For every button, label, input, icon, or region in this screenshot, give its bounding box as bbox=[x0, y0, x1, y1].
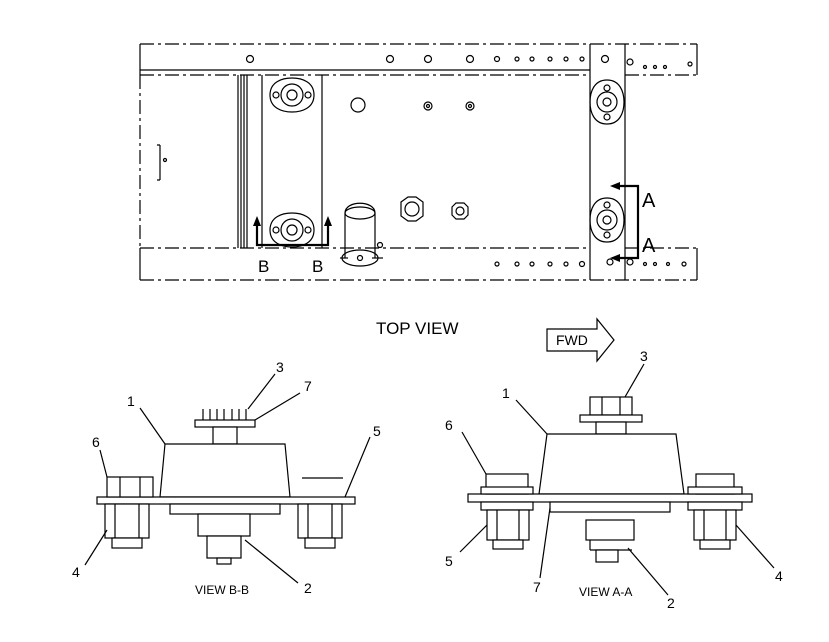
view-bb-caption: VIEW B-B bbox=[195, 583, 249, 597]
view-aa: 3 1 6 5 7 2 4 VIEW A-A bbox=[445, 348, 783, 611]
top-view: B B A A TOP VIEW bbox=[139, 43, 698, 338]
bb-callout-3: 3 bbox=[276, 359, 284, 375]
engine-mount-bottom-left bbox=[269, 212, 315, 248]
cylinder-fitting bbox=[340, 202, 384, 267]
bb-callout-7: 7 bbox=[304, 378, 312, 394]
view-aa-caption: VIEW A-A bbox=[579, 585, 632, 599]
forward-direction-arrow: FWD bbox=[546, 317, 615, 363]
right-crossmember bbox=[589, 44, 626, 280]
bottom-rail bbox=[139, 247, 698, 281]
top-rail bbox=[139, 43, 698, 76]
aa-callout-1: 1 bbox=[502, 385, 510, 401]
engine-mount-top-right bbox=[589, 79, 625, 125]
section-b-line bbox=[253, 216, 332, 247]
section-a-label-lower: A bbox=[642, 235, 656, 257]
engine-mount-top-left bbox=[269, 77, 315, 113]
aa-callout-7: 7 bbox=[533, 579, 541, 595]
section-a-line bbox=[610, 182, 640, 262]
bb-callout-6: 6 bbox=[92, 434, 100, 450]
engine-mount-bottom-right bbox=[589, 197, 625, 243]
view-bb: 3 7 1 5 6 4 2 VIEW B-B bbox=[72, 359, 381, 597]
section-a-label-upper: A bbox=[642, 190, 656, 212]
aa-callout-3: 3 bbox=[640, 348, 648, 364]
bb-callout-4: 4 bbox=[72, 564, 80, 580]
bb-callout-1: 1 bbox=[127, 393, 135, 409]
aa-callout-5: 5 bbox=[445, 553, 453, 569]
interior-fasteners bbox=[350, 97, 475, 222]
fwd-label: FWD bbox=[556, 332, 588, 348]
rail-holes-bottom bbox=[494, 258, 687, 268]
left-crossmember bbox=[237, 75, 323, 248]
aa-callout-2: 2 bbox=[667, 595, 675, 611]
aa-callout-6: 6 bbox=[445, 417, 453, 433]
bb-callout-2: 2 bbox=[304, 580, 312, 596]
section-b-label-left: B bbox=[258, 257, 269, 276]
bb-callout-5: 5 bbox=[373, 423, 381, 439]
aa-callout-4: 4 bbox=[775, 568, 783, 584]
top-view-caption: TOP VIEW bbox=[376, 319, 459, 338]
rail-holes-top bbox=[245, 54, 693, 70]
section-b-label-right: B bbox=[312, 257, 323, 276]
